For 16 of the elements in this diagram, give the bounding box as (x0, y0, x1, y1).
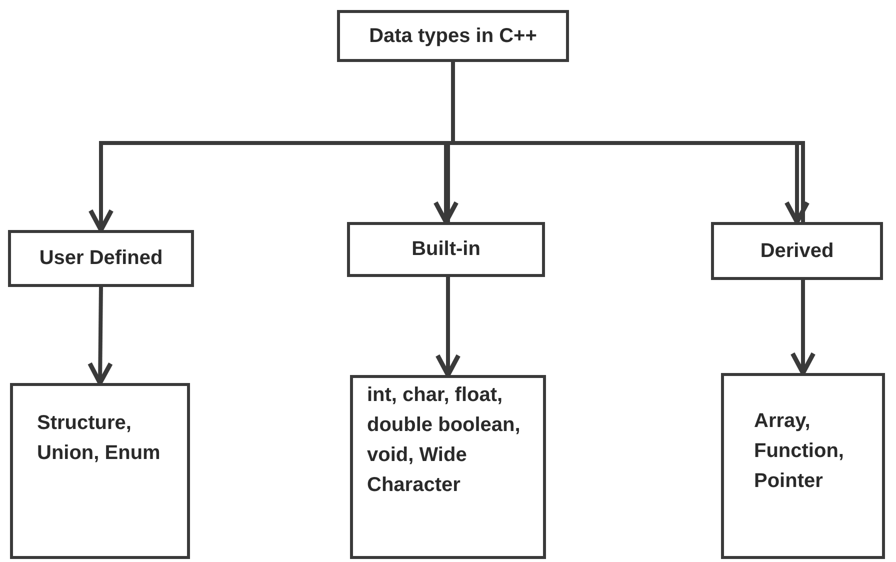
type-list: Array, Function, Pointer (754, 406, 876, 496)
type-list: int, char, float, double boolean, void, Wide Character (367, 380, 537, 500)
category-box (347, 222, 545, 277)
title-box (337, 10, 569, 62)
category-label: Data types in C++ (369, 24, 537, 48)
category-box (711, 222, 883, 280)
type-list-box (350, 375, 546, 559)
category-label: Built-in (412, 238, 480, 261)
arrow (451, 62, 810, 224)
category-box (8, 230, 194, 287)
type-list-box (721, 373, 885, 559)
type-list: Structure, Union, Enum (37, 408, 177, 468)
type-list-box (10, 383, 190, 559)
category-label: User Defined (39, 247, 163, 270)
arrow (88, 286, 113, 386)
category-label: Derived (760, 240, 834, 262)
